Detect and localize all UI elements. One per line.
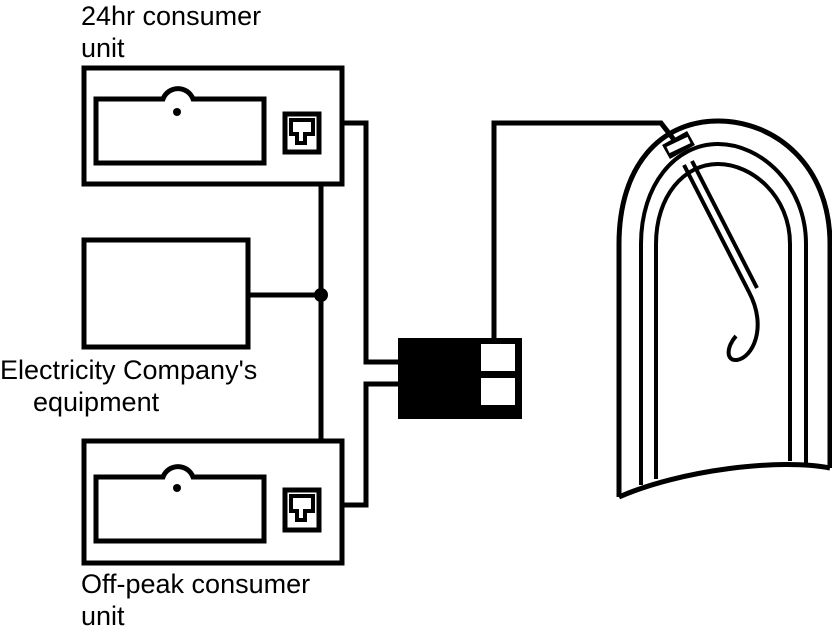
label-line: unit (81, 33, 125, 63)
label-24hr-consumer-unit: 24hr consumer unit (81, 0, 261, 64)
immersion-heater-icon (662, 131, 760, 362)
company-equipment-box (81, 237, 251, 350)
switch-icon (282, 487, 322, 533)
fuse-panel (93, 464, 267, 544)
wire-bottom-unit-to-time-switch (342, 381, 398, 508)
indicator-dot (173, 484, 181, 492)
time-switch-window-upper (481, 344, 515, 371)
label-line: equipment (33, 387, 160, 417)
label-line: Off-peak consumer (81, 569, 311, 599)
label-line: Electricity Company's (0, 355, 258, 385)
label-off-peak-consumer-unit: Off-peak consumer unit (81, 568, 310, 632)
fuse-panel (93, 86, 267, 166)
time-switch-window-lower (481, 378, 515, 405)
label-line: unit (81, 601, 125, 631)
label-line: 24hr consumer (81, 1, 262, 31)
hot-water-cylinder-icon (616, 118, 832, 500)
top-consumer-unit (81, 65, 345, 187)
wire-top-unit-to-time-switch (342, 120, 398, 365)
time-switch-icon (398, 338, 522, 419)
bottom-consumer-unit (81, 438, 345, 566)
switch-icon (282, 111, 322, 155)
wire-junction (314, 288, 328, 302)
label-electricity-company-equipment: Electricity Company's equipment (0, 354, 257, 418)
indicator-dot (173, 108, 181, 116)
